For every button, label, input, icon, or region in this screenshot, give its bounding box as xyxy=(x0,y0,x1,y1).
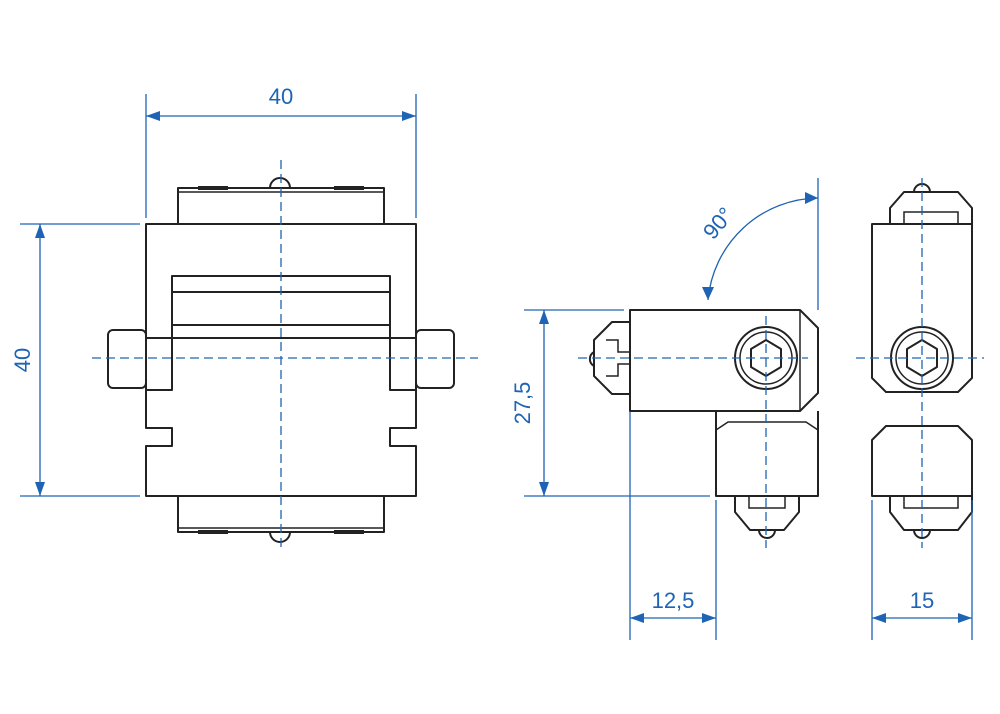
angle-label: 90° xyxy=(698,202,739,244)
front-height-dimension: 40 xyxy=(10,223,140,497)
angle-dimension: 90° xyxy=(698,178,819,310)
end-width-dimension: 15 xyxy=(871,500,973,640)
front-width-dimension: 40 xyxy=(145,84,417,218)
front-width-label: 40 xyxy=(269,84,293,109)
side-height-label: 27,5 xyxy=(510,382,535,425)
front-height-label: 40 xyxy=(10,348,35,372)
front-view xyxy=(92,160,478,548)
side-height-dimension: 27,5 xyxy=(510,309,710,497)
end-width-label: 15 xyxy=(910,588,934,613)
end-view xyxy=(856,178,984,548)
side-view xyxy=(578,309,819,548)
side-offset-dimension: 12,5 xyxy=(629,412,717,640)
side-offset-label: 12,5 xyxy=(652,588,695,613)
